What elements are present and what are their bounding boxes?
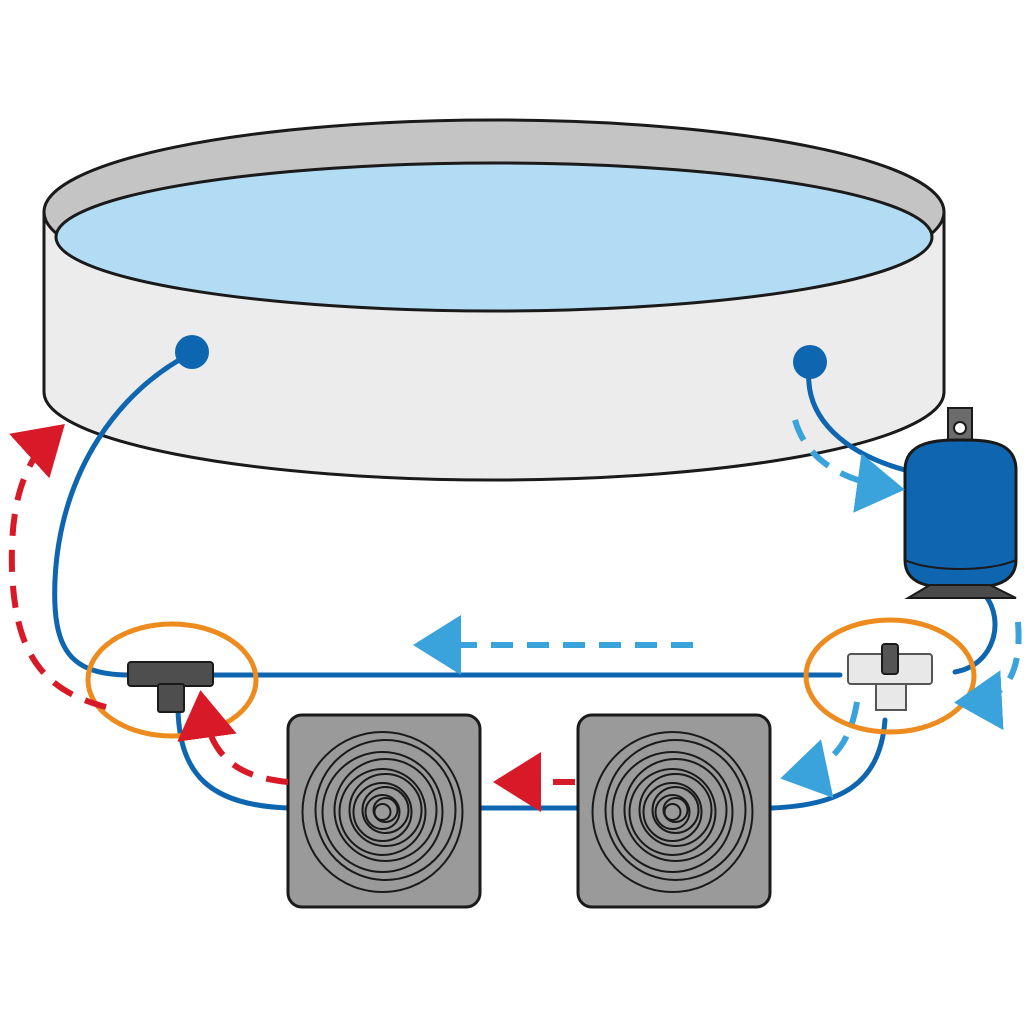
- collector-1-coil-ring: [301, 731, 464, 893]
- collector-1-coil-ring: [333, 758, 438, 862]
- warm-flow-arrows: [8, 423, 575, 812]
- collector-2-coil-ring: [623, 758, 728, 862]
- collector-1-frame: [286, 713, 482, 909]
- cold-flow-filter-to-valve-arrow: [954, 621, 1022, 731]
- filter-base: [904, 584, 1017, 599]
- cold-flow-arrows: [413, 419, 1022, 798]
- pool: [42, 118, 946, 482]
- tee-body: [127, 661, 214, 687]
- collector-2-frame: [576, 713, 772, 909]
- collector-2-coil-ring: [654, 794, 691, 830]
- pool-water: [54, 161, 934, 313]
- pipe-filter-to-valve: [952, 592, 998, 675]
- pool-outlet-nozzle: [793, 345, 827, 379]
- collector-1-coil-ring: [372, 797, 399, 823]
- warm-flow-to-tee-arrow: [177, 690, 289, 785]
- pipe-valve-to-collector-2: [769, 717, 888, 811]
- three-way-bypass-valve: [847, 643, 933, 711]
- collector-1-coil-ring: [352, 782, 413, 842]
- collector-1-coil-ring: [314, 739, 457, 881]
- collector-2-coil-ring: [611, 751, 734, 873]
- collector-2-coil-ring: [642, 782, 703, 842]
- collector-1-coil-ring: [338, 768, 427, 856]
- collector-2-coil-ring: [591, 731, 754, 893]
- return-pipe-to-pool: [52, 351, 193, 678]
- collector-1-coil-ring: [364, 794, 401, 830]
- collector-1-coil-ring: [348, 773, 423, 847]
- solar-collector-2: [576, 713, 772, 909]
- collector-1-coil-ring: [373, 803, 392, 821]
- cold-flow-to-filter-arrow: [792, 419, 905, 513]
- filter-tank-seam: [904, 559, 1017, 570]
- pipe-collector-1-to-tee: [175, 707, 291, 811]
- collector-2-coil-ring: [638, 773, 713, 847]
- collector-2-coil-ring: [662, 797, 689, 823]
- collector-2-coil-ring: [651, 786, 700, 834]
- pool-inlet-nozzle: [175, 335, 209, 369]
- collector-2-coil-ring: [663, 803, 682, 821]
- valve-branch: [875, 683, 907, 711]
- filter-valve-top: [947, 407, 973, 445]
- valve-handle: [881, 643, 899, 675]
- tee-highlight-ring: [85, 621, 259, 739]
- collector-2-coil-ring: [628, 768, 717, 856]
- collector-1-coil-ring: [361, 786, 410, 834]
- tee-branch: [157, 683, 185, 713]
- solar-collector-1: [286, 713, 482, 909]
- collector-2-coil-ring: [604, 739, 747, 881]
- collector-1-coil-ring: [321, 751, 444, 873]
- sand-filter-pump: [903, 407, 1018, 599]
- cold-flow-to-collectors-arrow: [780, 701, 860, 798]
- filter-gauge: [953, 421, 967, 435]
- warm-flow-return-to-pool-arrow: [8, 423, 107, 710]
